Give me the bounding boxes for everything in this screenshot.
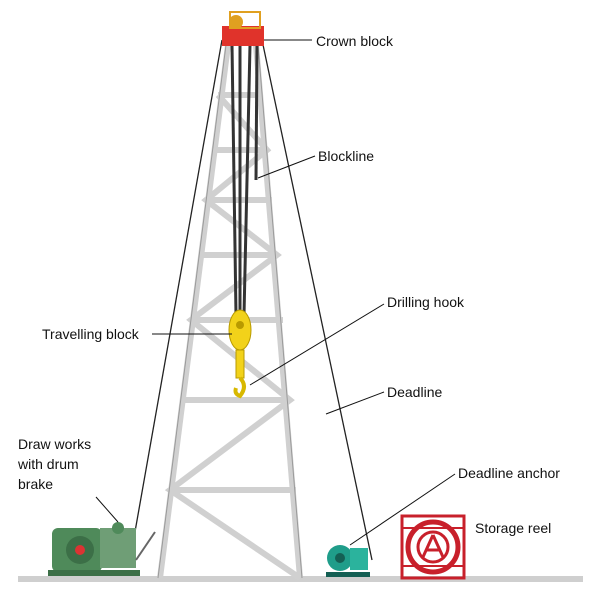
blockline-cables [230,44,259,316]
label-deadline: Deadline [387,384,443,400]
label-travelling-block: Travelling block [42,326,139,342]
left-guy-line [129,39,223,561]
deadline-line [261,39,373,561]
label-deadline-anchor: Deadline anchor [458,465,560,481]
label-crown-block: Crown block [316,33,394,49]
derrick-tower [157,44,303,581]
label-storage-reel: Storage reel [475,520,552,536]
leader-lines [95,39,456,546]
label-draw-works-line1: Draw works [18,436,92,452]
crown-block [222,11,264,46]
travelling-block [228,309,252,399]
draw-works [48,522,156,576]
ground [18,576,583,582]
storage-reel [400,514,466,580]
label-drilling-hook: Drilling hook [387,294,465,310]
label-draw-works: Draw works with drum brake [18,434,91,494]
deadline-anchor [326,545,370,577]
label-draw-works-line3: brake [18,476,54,492]
label-draw-works-line2: with drum [18,456,79,472]
label-blockline: Blockline [318,148,375,164]
